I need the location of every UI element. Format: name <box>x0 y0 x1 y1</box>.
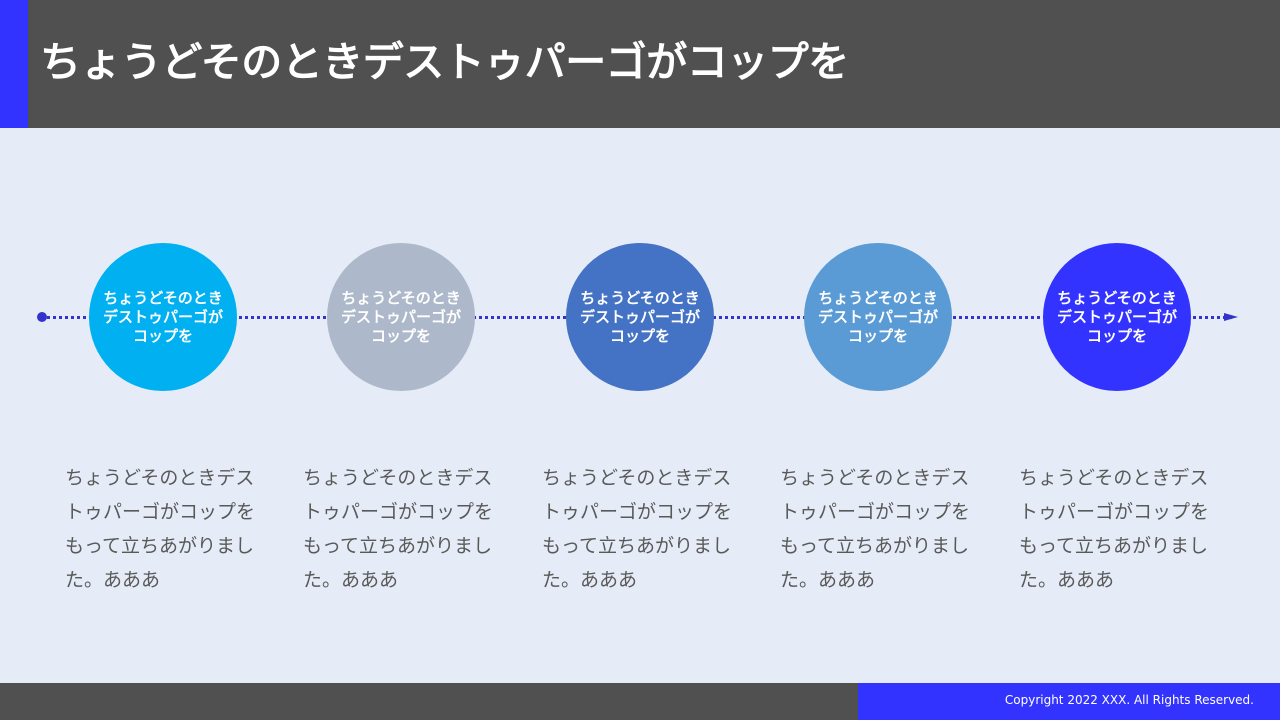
step-description-4: ちょうどそのときデストゥパーゴがコップをもって立ちあがりました。あああ <box>780 467 971 591</box>
step-circle-1: ちょうどそのときデストゥパーゴがコップを <box>89 243 237 391</box>
step-description-2: ちょうどそのときデストゥパーゴがコップをもって立ちあがりました。あああ <box>303 467 494 591</box>
step-circle-2: ちょうどそのときデストゥパーゴがコップを <box>327 243 475 391</box>
page-title: ちょうどそのときデストゥパーゴがコップを <box>40 38 849 86</box>
step-circle-3: ちょうどそのときデストゥパーゴがコップを <box>566 243 714 391</box>
step-circle-4: ちょうどそのときデストゥパーゴがコップを <box>804 243 952 391</box>
step-description-1: ちょうどそのときデストゥパーゴがコップをもって立ちあがりました。あああ <box>65 467 256 591</box>
timeline-arrow-icon <box>1224 313 1238 321</box>
timeline-start-dot <box>37 312 47 322</box>
header-accent-bar <box>0 0 28 128</box>
step-label: ちょうどそのときデストゥパーゴがコップを <box>340 288 461 345</box>
step-label: ちょうどそのときデストゥパーゴがコップを <box>102 288 223 345</box>
step-description-3: ちょうどそのときデストゥパーゴがコップをもって立ちあがりました。あああ <box>542 467 733 591</box>
step-label: ちょうどそのときデストゥパーゴがコップを <box>1056 288 1177 345</box>
step-description-5: ちょうどそのときデストゥパーゴがコップをもって立ちあがりました。あああ <box>1019 467 1210 591</box>
step-label: ちょうどそのときデストゥパーゴがコップを <box>817 288 938 345</box>
footer-accent-bar <box>858 683 1280 720</box>
header-bar <box>0 0 1280 128</box>
step-label: ちょうどそのときデストゥパーゴがコップを <box>579 288 700 345</box>
copyright-text: Copyright 2022 XXX. All Rights Reserved. <box>1004 693 1254 707</box>
step-circle-5: ちょうどそのときデストゥパーゴがコップを <box>1043 243 1191 391</box>
